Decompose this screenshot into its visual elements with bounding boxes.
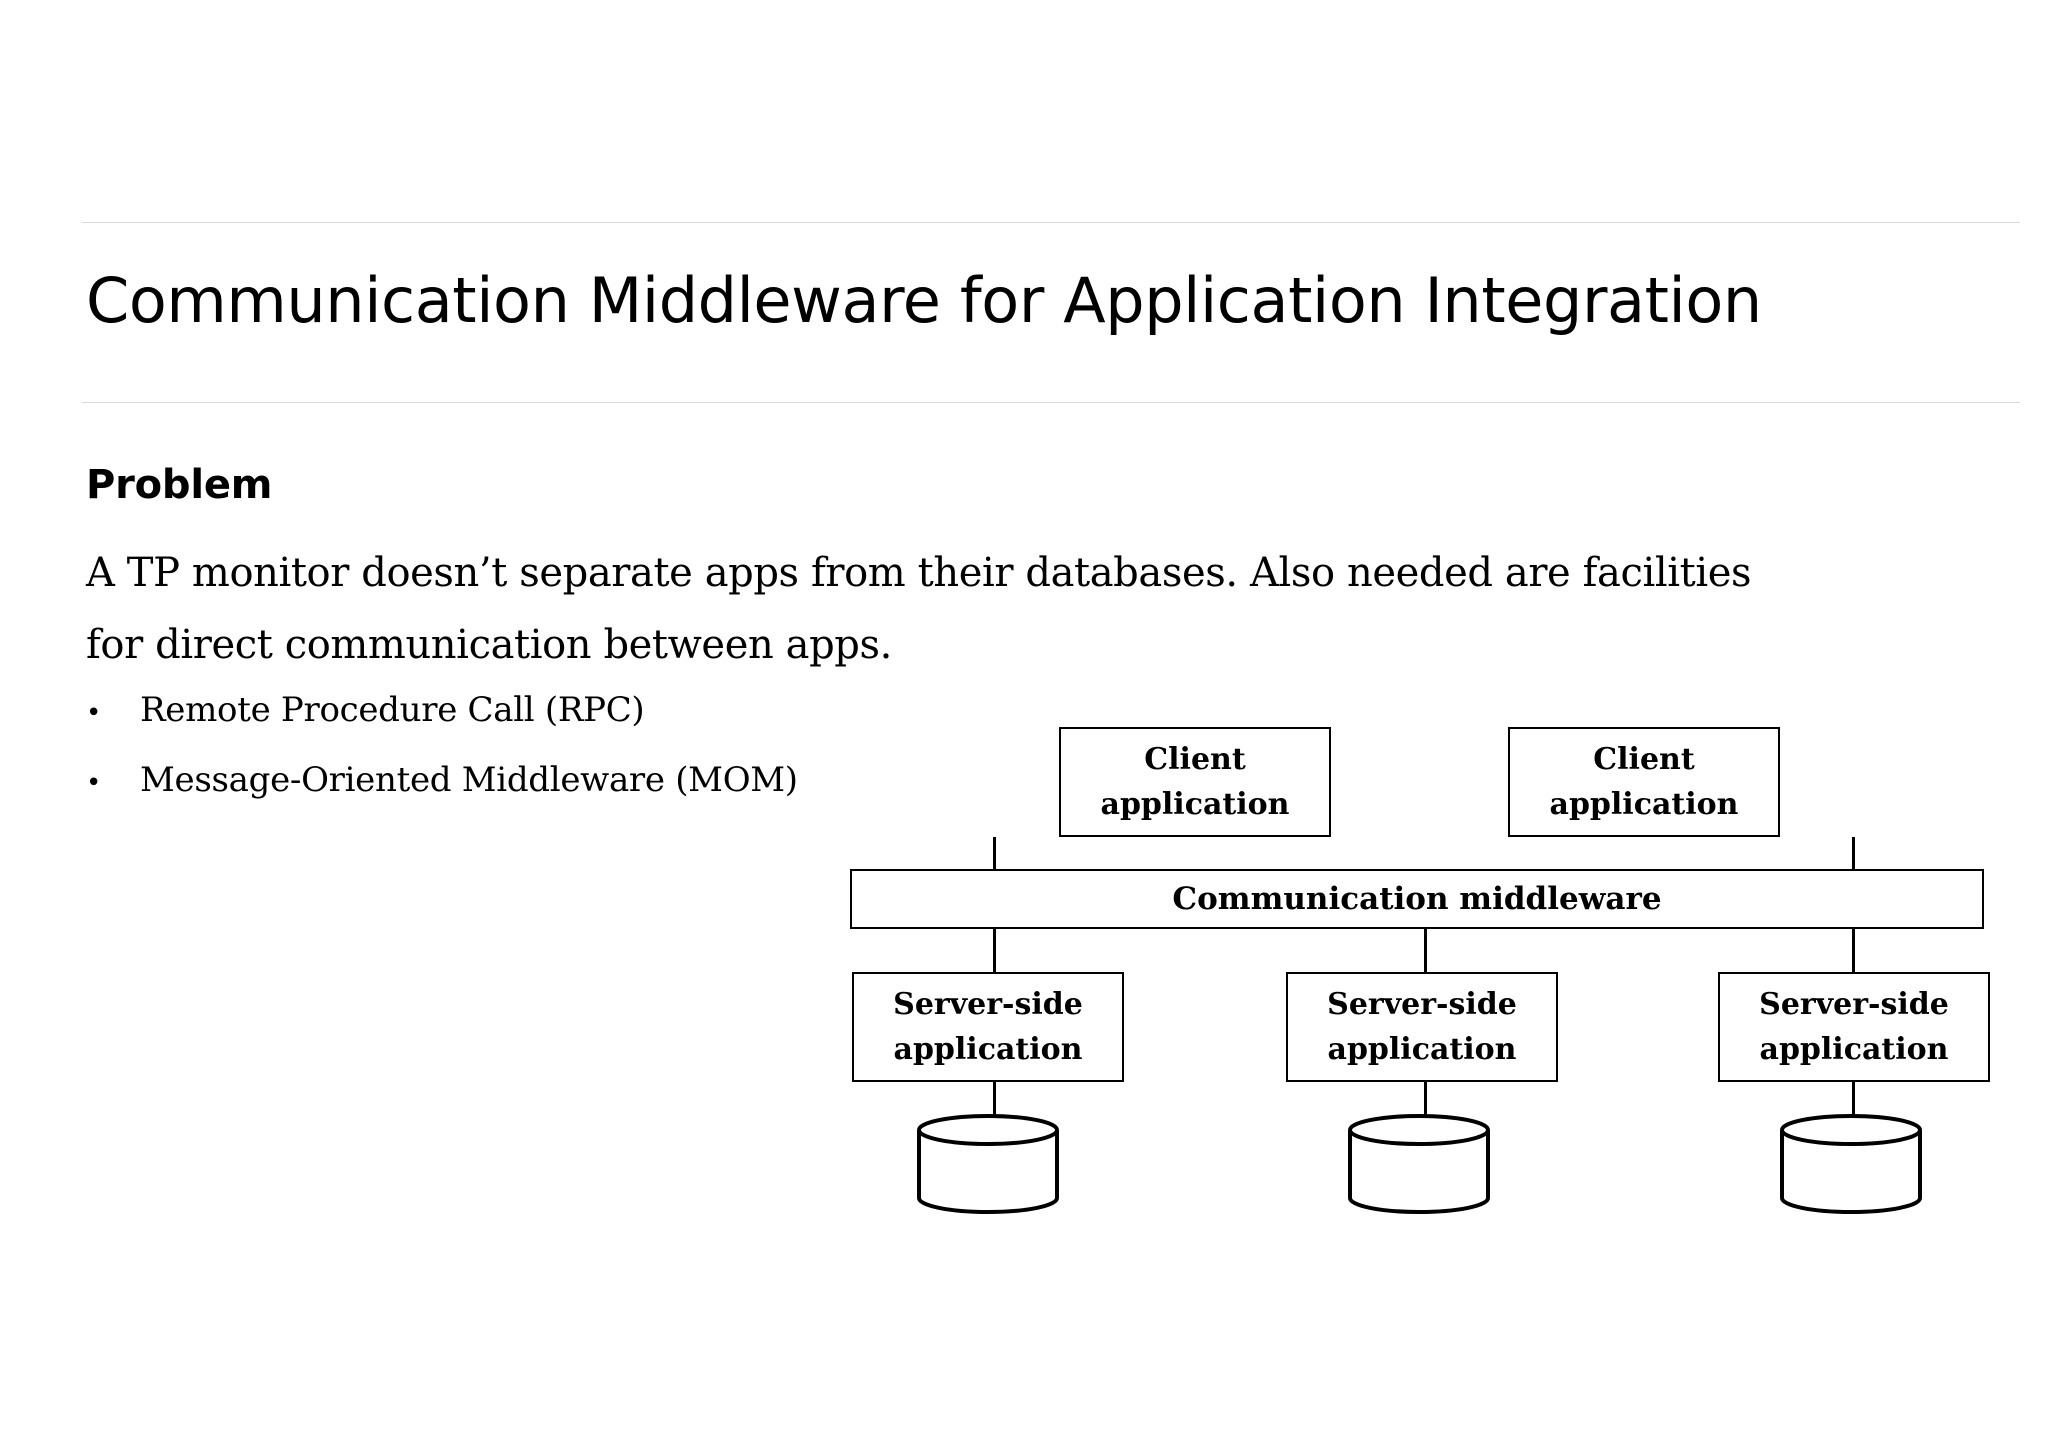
client-application-label-line1: Client — [1593, 741, 1695, 777]
server-side-application-box-1[interactable]: Server-side application — [852, 972, 1124, 1082]
server-side-application-box-3[interactable]: Server-side application — [1718, 972, 1990, 1082]
connector-middleware-to-server1 — [993, 929, 996, 974]
bullet-item-rpc: • Remote Procedure Call (RPC) — [86, 690, 645, 730]
connector-client1-to-middleware — [993, 837, 996, 871]
bullet-label: Remote Procedure Call (RPC) — [140, 690, 645, 730]
bullet-label: Message-Oriented Middleware (MOM) — [140, 760, 798, 800]
server-side-application-label-line2: application — [893, 1032, 1083, 1067]
page-title: Communication Middleware for Application… — [86, 264, 1762, 337]
section-heading-problem: Problem — [86, 462, 273, 508]
communication-middleware-label: Communication middleware — [1172, 881, 1662, 917]
connector-middleware-to-server3 — [1852, 929, 1855, 974]
body-paragraph-line-1: A TP monitor doesn’t separate apps from … — [86, 550, 1752, 596]
connector-middleware-to-server2 — [1424, 929, 1427, 974]
connector-client2-to-middleware — [1852, 837, 1855, 871]
server-side-application-label-line1: Server-side — [1327, 986, 1517, 1022]
database-icon — [917, 1114, 1059, 1214]
database-icon — [1348, 1114, 1490, 1214]
server-side-application-label-line1: Server-side — [1759, 986, 1949, 1022]
body-paragraph-line-2: for direct communication between apps. — [86, 622, 892, 668]
database-cylinder-3[interactable] — [1776, 1112, 1926, 1221]
bullet-item-mom: • Message-Oriented Middleware (MOM) — [86, 760, 798, 800]
database-cylinder-2[interactable] — [1344, 1112, 1494, 1221]
client-application-label-line2: application — [1549, 787, 1739, 822]
bullet-marker-icon: • — [86, 768, 102, 798]
client-application-box-1[interactable]: Client application — [1059, 727, 1331, 837]
server-side-application-label-line2: application — [1327, 1032, 1517, 1067]
server-side-application-label-line2: application — [1759, 1032, 1949, 1067]
communication-middleware-bar[interactable]: Communication middleware — [850, 869, 1984, 929]
bullet-marker-icon: • — [86, 698, 102, 728]
client-application-label-line1: Client — [1144, 741, 1246, 777]
server-side-application-label-line1: Server-side — [893, 986, 1083, 1022]
client-application-box-2[interactable]: Client application — [1508, 727, 1780, 837]
database-cylinder-1[interactable] — [913, 1112, 1063, 1221]
header-divider-bottom — [82, 402, 2020, 403]
database-icon — [1780, 1114, 1922, 1214]
header-divider-top — [82, 222, 2020, 223]
server-side-application-box-2[interactable]: Server-side application — [1286, 972, 1558, 1082]
client-application-label-line2: application — [1100, 787, 1290, 822]
